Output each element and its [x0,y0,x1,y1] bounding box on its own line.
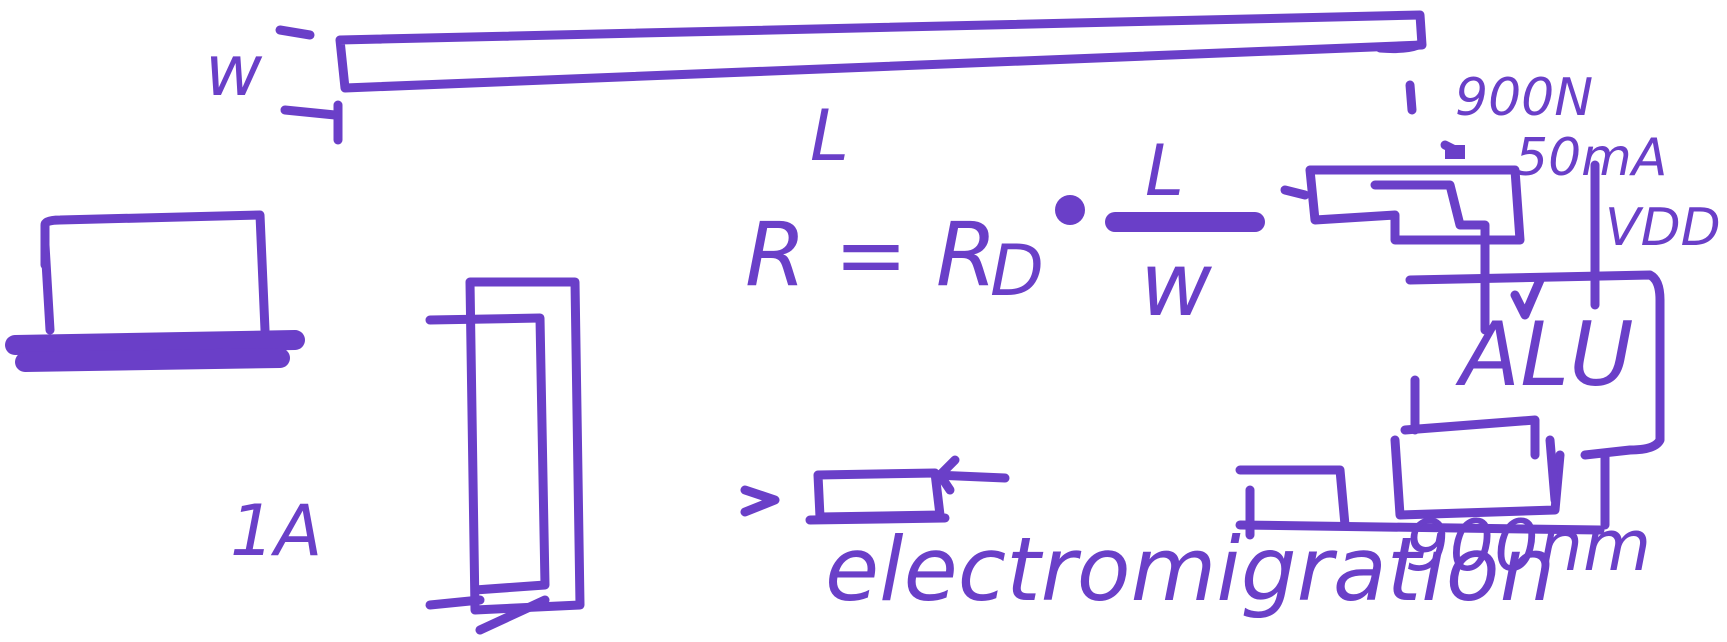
current-partial-label: 50mA [1515,128,1667,188]
vertical-wire [425,277,585,635]
force-block [1445,145,1465,159]
force-label: 900N [1455,68,1593,128]
formula-subscript: D [990,230,1044,312]
length-label: L [810,95,849,177]
alu-block [1235,140,1665,540]
fraction-denominator: w [1140,233,1213,336]
width-label: w [205,30,263,112]
alu-label: ALU [1455,303,1634,406]
vdd-label: VDD [1605,198,1721,258]
width-dimension-marks [275,25,1417,145]
formula-lhs: R = R [745,203,997,306]
multiply-dot [1055,195,1085,225]
electromigration-label: electromigration [825,518,1555,621]
current-label: 1A [230,490,322,572]
resistance-formula: R = R D L w [745,130,1265,336]
compressed-resistor [740,455,1010,525]
overwrite-label: 900nm [1405,505,1651,587]
fraction-numerator: L [1145,130,1184,212]
flat-slab [5,210,305,372]
long-wire [335,10,1427,93]
